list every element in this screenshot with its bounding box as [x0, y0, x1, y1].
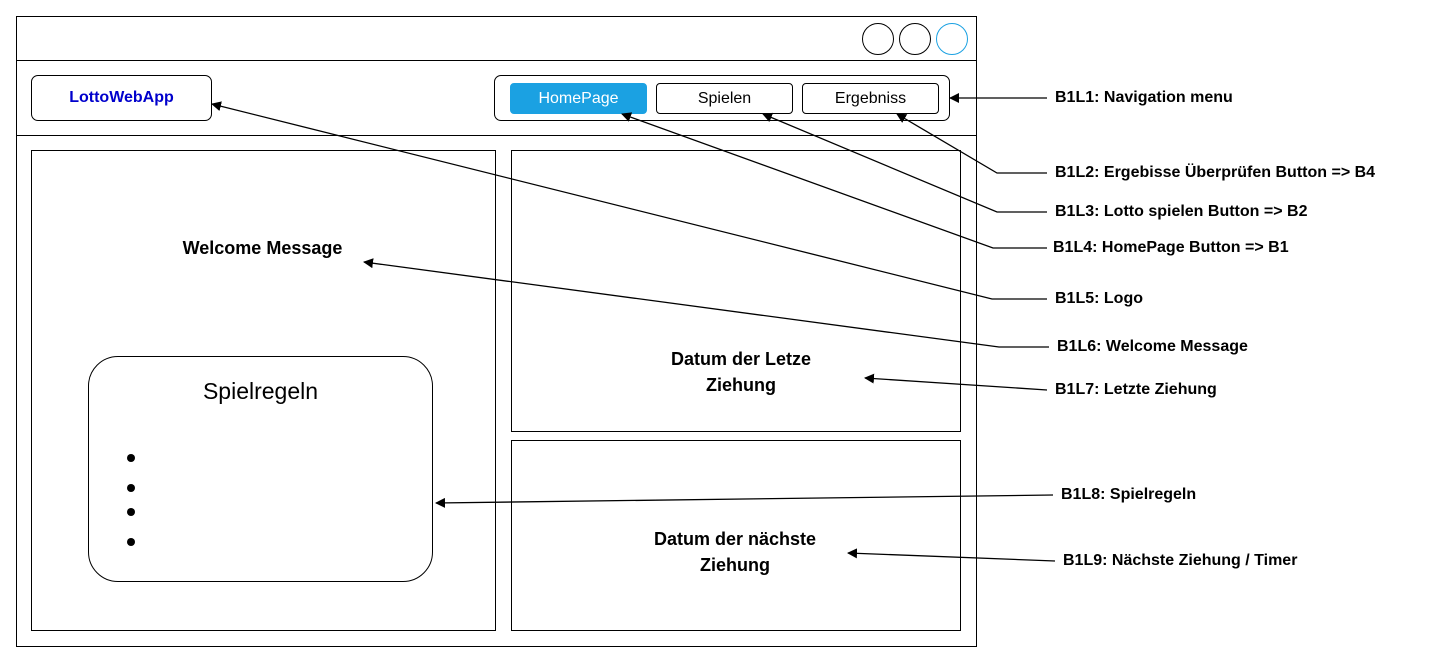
rules-box [88, 356, 433, 582]
logo[interactable]: LottoWebApp [31, 75, 212, 121]
welcome-message: Welcome Message [182, 238, 343, 258]
connector-b1l9 [847, 548, 1056, 562]
rule-bullet [127, 484, 135, 492]
annotation-b1l1: B1L1: Navigation menu [1055, 89, 1233, 106]
connector-b1l4 [621, 112, 1047, 249]
connector-b1l8 [435, 494, 1054, 508]
annotation-b1l9: B1L9: Nächste Ziehung / Timer [1063, 552, 1298, 569]
next-draw-panel [511, 440, 961, 631]
next-draw-date: Datum der nächste Ziehung [653, 529, 817, 575]
spielen-button[interactable]: Spielen [656, 83, 793, 114]
connector-b1l3 [762, 112, 1047, 213]
annotation-b1l7: B1L7: Letzte Ziehung [1055, 381, 1217, 398]
homepage-button[interactable]: HomePage [510, 83, 647, 114]
connector-b1l2 [896, 113, 1047, 174]
maximize-window-icon[interactable] [899, 23, 931, 55]
annotation-b1l6: B1L6: Welcome Message [1057, 338, 1248, 355]
close-window-icon[interactable] [936, 23, 968, 55]
annotation-b1l5: B1L5: Logo [1055, 290, 1143, 307]
logo-text: LottoWebApp [69, 89, 174, 106]
rules-title: Spielregeln [202, 378, 319, 404]
rule-bullet [127, 454, 135, 462]
header-divider [16, 135, 977, 136]
connector-b1l7 [864, 373, 1048, 391]
last-draw-date: Datum der Letze Ziehung [670, 349, 812, 395]
connector-b1l6 [363, 258, 1049, 348]
connector-b1l5 [211, 101, 1047, 300]
spielen-button-label: Spielen [697, 89, 752, 107]
homepage-button-label: HomePage [538, 89, 619, 107]
annotation-b1l4: B1L4: HomePage Button => B1 [1053, 239, 1289, 256]
annotation-b1l3: B1L3: Lotto spielen Button => B2 [1055, 203, 1308, 220]
ergebnis-button-label: Ergebniss [834, 89, 907, 107]
titlebar-divider [16, 60, 977, 61]
minimize-window-icon[interactable] [862, 23, 894, 55]
annotation-b1l2: B1L2: Ergebisse Überprüfen Button => B4 [1055, 164, 1376, 181]
rule-bullet [127, 508, 135, 516]
annotation-b1l8: B1L8: Spielregeln [1061, 486, 1197, 503]
rule-bullet [127, 538, 135, 546]
ergebnis-button[interactable]: Ergebniss [802, 83, 939, 114]
